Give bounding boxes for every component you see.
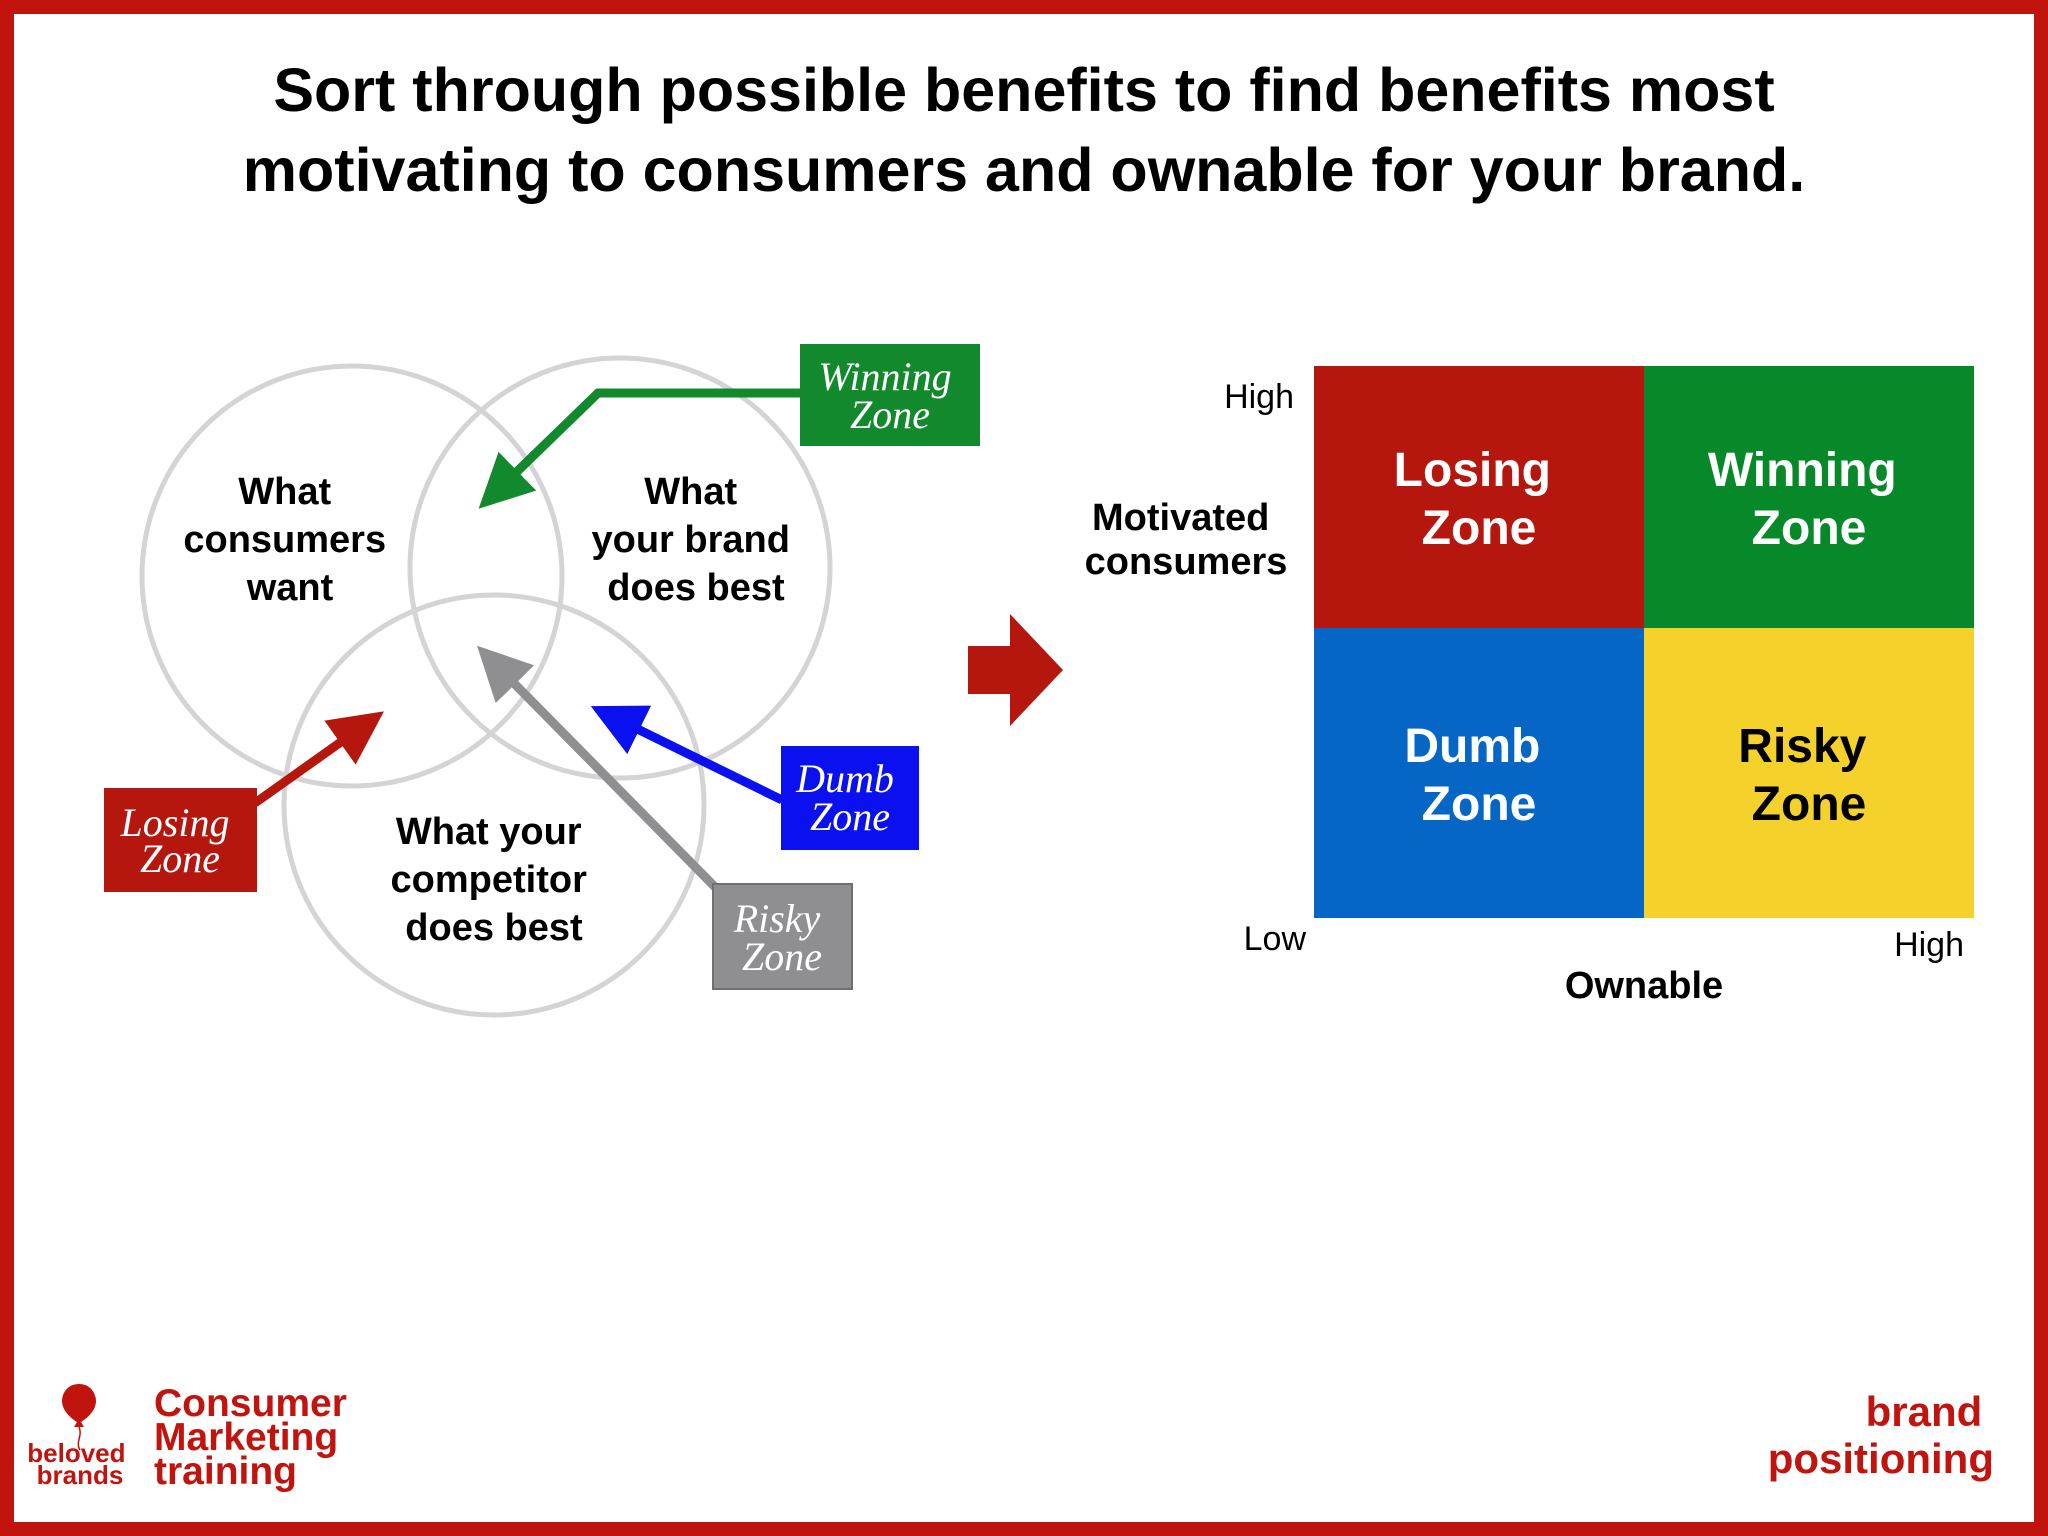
venn-label-consumers: What consumers want	[183, 471, 396, 609]
y-axis-high-label: High	[1224, 378, 1294, 416]
quadrant-winning	[1644, 366, 1974, 628]
winning-zone-tag-box	[800, 344, 980, 446]
venn-circle-consumers	[139, 363, 565, 789]
losing-zone-tag: Losing Zone	[104, 788, 257, 892]
risky-zone-tag-label: Risky Zone	[733, 896, 831, 979]
title-line-1: Sort through possible benefits to find b…	[273, 56, 1775, 124]
logo-text: beloved brands	[27, 1438, 132, 1490]
dumb-zone-tag: Dumb Zone	[781, 746, 919, 850]
venn-circle-competitor	[281, 592, 707, 1018]
venn-label-competitor: What your competitor does best	[391, 811, 598, 949]
quadrant-dumb	[1314, 628, 1644, 918]
slide-title: Sort through possible benefits to find b…	[100, 50, 1948, 210]
quadrant-losing	[1314, 366, 1644, 628]
losing-pointer-arrow	[252, 711, 385, 807]
beloved-brands-logo: beloved brands	[27, 1384, 132, 1490]
quadrant-dumb-label: Dumb Zone	[1404, 720, 1553, 831]
quadrant-risky	[1644, 628, 1974, 918]
risky-zone-tag: Risky Zone	[712, 883, 853, 990]
venn-circle-brand	[407, 355, 833, 781]
y-axis-low-label: Low	[1244, 920, 1307, 958]
quadrant-losing-label: Losing Zone	[1394, 444, 1565, 555]
risky-pointer-arrow	[477, 645, 720, 892]
venn-label-brand: What your brand does best	[591, 471, 800, 609]
zone-matrix: Losing Zone Winning Zone Dumb Zone Risky…	[1085, 366, 1974, 1007]
losing-zone-tag-box	[104, 788, 257, 892]
venn-diagram: What consumers want What your brand does…	[139, 355, 833, 1018]
dumb-pointer-arrow	[590, 705, 784, 805]
losing-zone-tag-label: Losing Zone	[120, 800, 240, 881]
dumb-zone-tag-box	[781, 746, 919, 850]
transition-arrow	[968, 614, 1063, 726]
y-axis-title: Motivated consumers	[1085, 497, 1288, 583]
winning-zone-tag: Winning Zone	[800, 344, 980, 446]
quadrant-risky-label: Risky Zone	[1738, 720, 1879, 831]
balloon-icon	[62, 1384, 96, 1427]
balloon-string-icon	[77, 1426, 81, 1451]
winning-zone-tag-label: Winning Zone	[818, 354, 961, 437]
x-axis-title: Ownable	[1565, 965, 1723, 1007]
risky-zone-tag-box	[712, 883, 853, 990]
course-name: Consumer Marketing training	[154, 1382, 358, 1493]
x-axis-high-label: High	[1894, 926, 1964, 964]
quadrant-winning-label: Winning Zone	[1708, 444, 1910, 555]
title-line-2: motivating to consumers and ownable for …	[242, 136, 1806, 204]
dumb-zone-tag-label: Dumb Zone	[795, 756, 904, 839]
winning-pointer-arrow	[478, 388, 800, 509]
topic-name: brand positioning	[1768, 1388, 1994, 1482]
